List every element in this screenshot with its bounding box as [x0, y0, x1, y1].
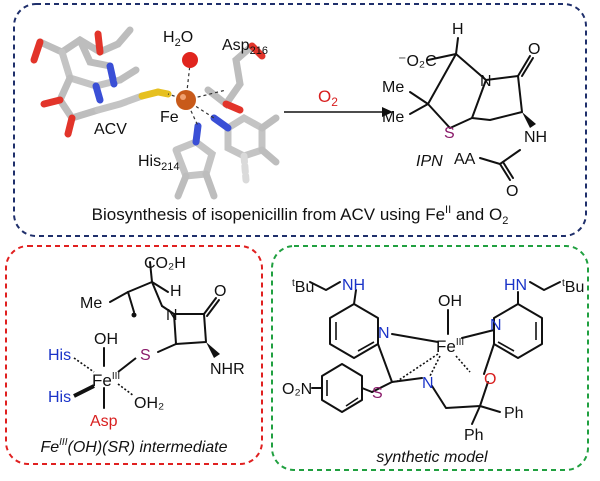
nh-right: HN [504, 277, 527, 294]
ipn-h: H [452, 21, 464, 38]
model-oxygen: O [484, 371, 496, 388]
model-fe-center: FeIII [436, 337, 464, 356]
top-panel-caption: Biosynthesis of isopenicillin from ACV u… [92, 204, 509, 227]
ipn-name: IPN [416, 153, 443, 170]
his-ligand-2: His [48, 389, 71, 406]
model-sulfur: S [372, 385, 383, 402]
reaction-arrow [284, 107, 393, 117]
phenyl-2: Ph [464, 427, 484, 444]
model-n-right: N [490, 317, 502, 334]
lactam-n-label: N [166, 307, 178, 324]
model-n-left: N [378, 325, 390, 342]
lactam-o-label: O [214, 283, 226, 300]
model-amine-n: N [422, 375, 434, 392]
tbu-left: tBu [292, 278, 314, 296]
synthetic-model-structure [309, 281, 561, 425]
fe-label: Fe [160, 109, 179, 126]
me-label: Me [80, 295, 102, 312]
ipn-sulfur: S [444, 125, 455, 142]
left-panel-border [5, 245, 263, 465]
ipn-structure [409, 37, 536, 181]
his-ligand-1: His [48, 347, 71, 364]
tbu-right: tBu [562, 278, 584, 296]
protein-active-site-render [30, 26, 280, 200]
nhr-label: NHR [210, 361, 245, 378]
h2o-label: H2O [163, 29, 193, 49]
oh2-label: OH₂ [134, 395, 164, 412]
ch-h-label: H [170, 283, 182, 300]
co2h-label: CO₂H [144, 255, 186, 272]
ipn-me2: Me [382, 109, 404, 126]
ipn-nitrogen: N [480, 73, 492, 90]
top-panel-border [13, 3, 587, 237]
left-panel-caption: FeIII(OH)(SR) intermediate [40, 437, 227, 456]
fe-oh-label: OH [94, 331, 118, 348]
o2-arrow-label: O2 [318, 87, 338, 109]
asp-ligand: Asp [90, 413, 118, 430]
asp216-label: Asp216 [222, 37, 268, 57]
model-oh: OH [438, 293, 462, 310]
ipn-nh: NH [524, 129, 547, 146]
right-panel-caption: synthetic model [376, 449, 488, 466]
his214-label: His214 [138, 153, 179, 173]
ipn-amide-oxygen: O [506, 183, 518, 200]
iron-sphere [176, 90, 196, 110]
phenyl-1: Ph [504, 405, 524, 422]
ipn-oxygen: O [528, 41, 540, 58]
water-sphere [182, 52, 198, 68]
nitro-group: O₂N [282, 381, 312, 398]
nh-left: NH [342, 277, 365, 294]
ipn-carboxylate: ⁻O₂C [398, 53, 437, 70]
right-panel-border [271, 245, 589, 471]
thiolate-s-label: S [140, 347, 151, 364]
ipn-me1: Me [382, 79, 404, 96]
ipn-aa: AA [454, 151, 476, 168]
fe-iii-center: FeIII [92, 371, 120, 390]
acv-label: ACV [94, 121, 127, 138]
intermediate-structure [73, 261, 220, 409]
